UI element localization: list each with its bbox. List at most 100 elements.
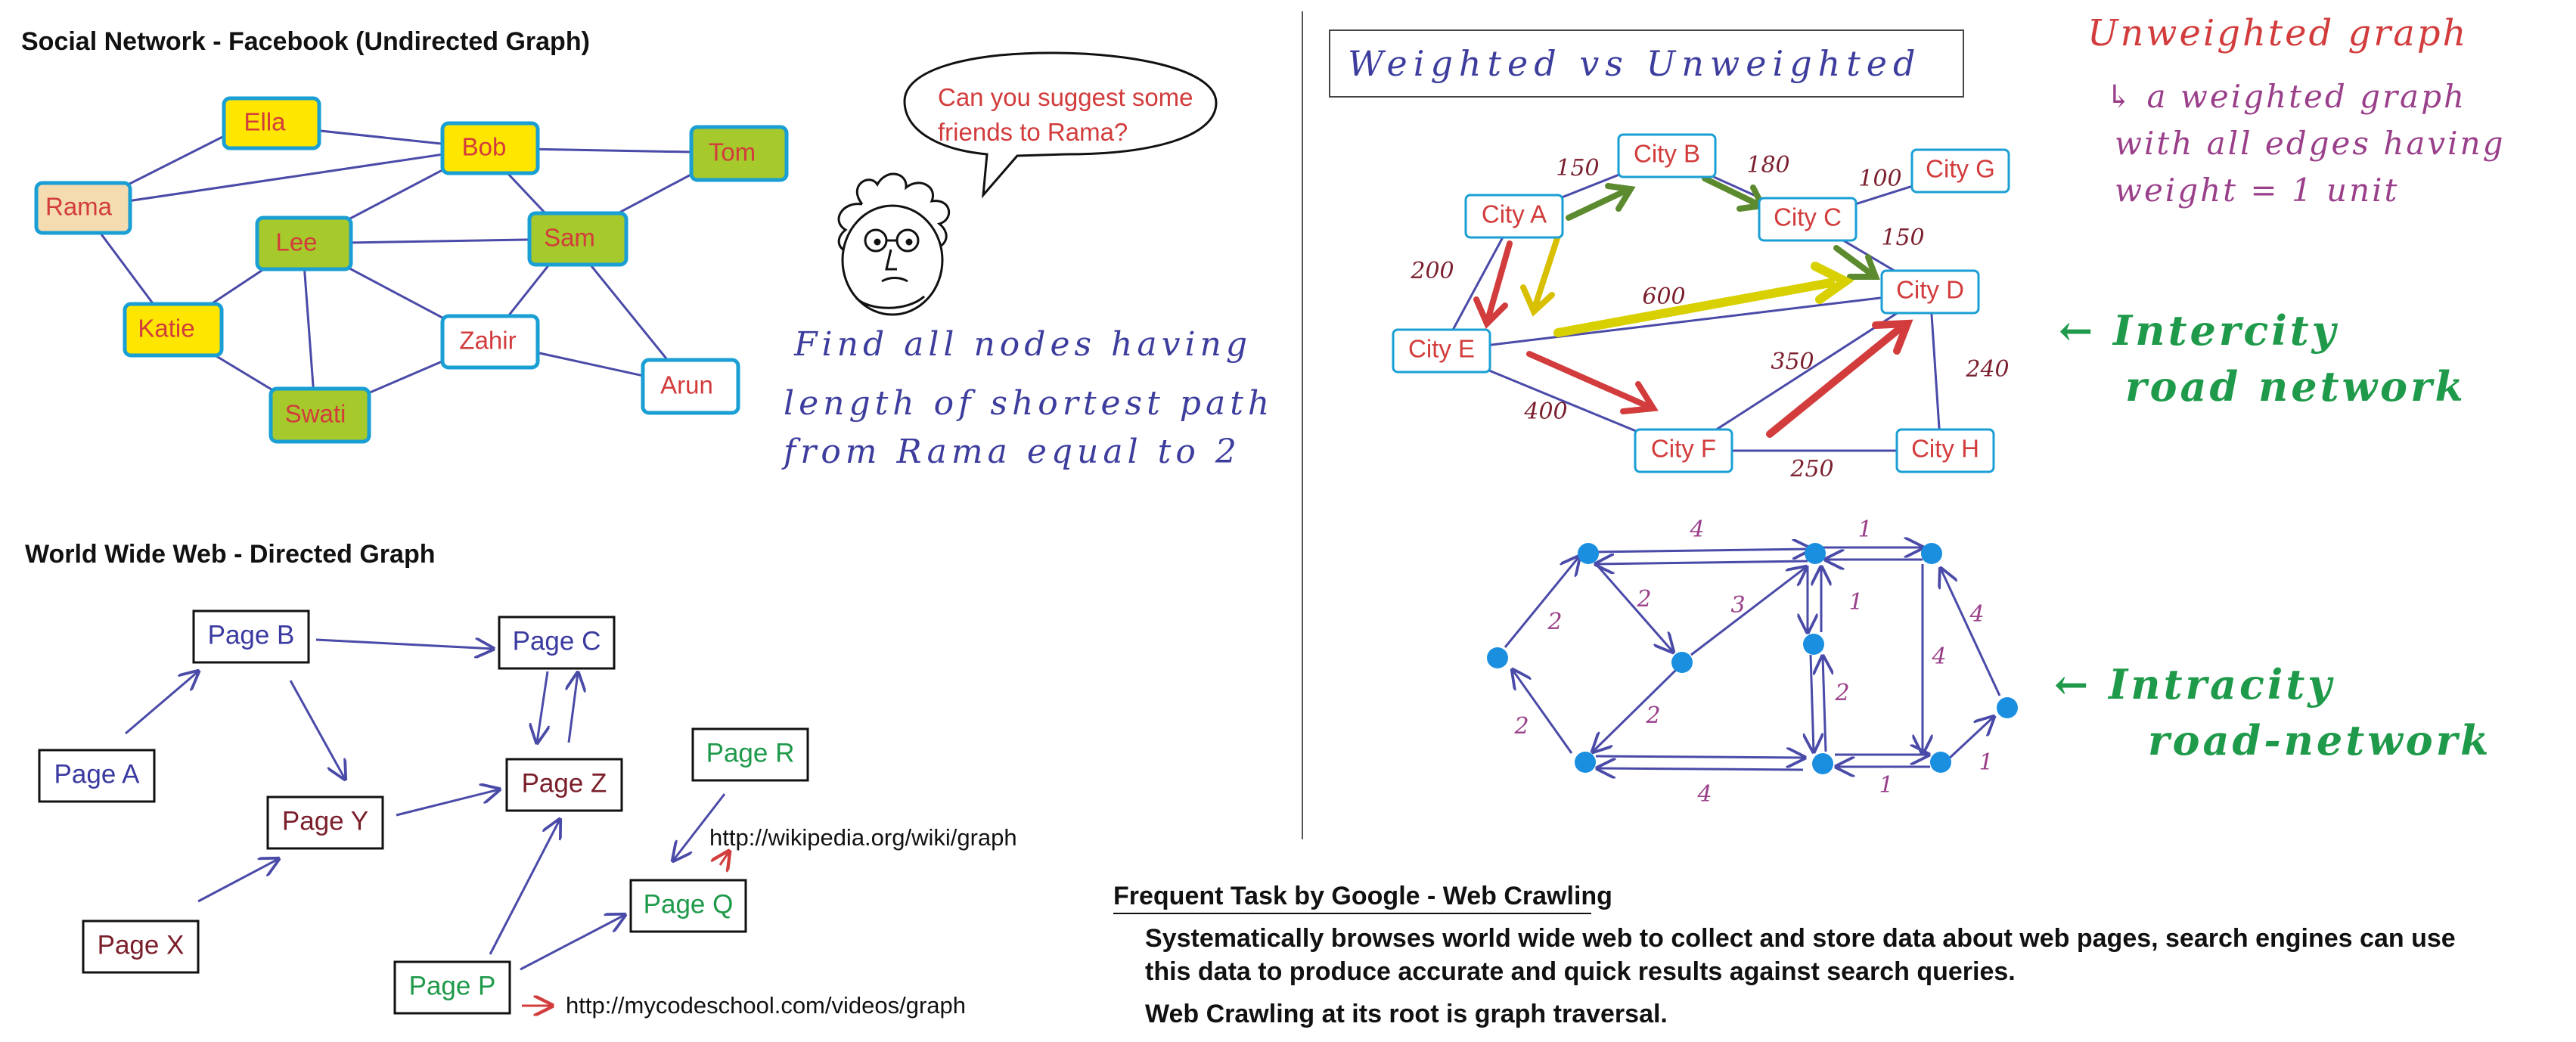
node-label: Arun — [660, 371, 713, 399]
edge-f-d — [1683, 290, 1931, 452]
url-wiki-arrow — [720, 851, 729, 865]
dweight-n1-n2: 2 — [1636, 586, 1651, 612]
page-r: Page R — [691, 727, 809, 782]
intercity-line-2: road network — [2125, 362, 2466, 411]
page-q: Page Q — [629, 879, 747, 933]
weighted-title-box: Weighted vs Unweighted — [1329, 29, 1964, 98]
dweight-n9-n10: 1 — [1979, 749, 1993, 776]
page-label: Page Z — [522, 768, 607, 798]
city-e: City E — [1392, 328, 1491, 374]
dweight-n8-n7: 4 — [1696, 781, 1712, 808]
crawl-line-1: Systematically browses world wide web to… — [1145, 924, 2456, 953]
node-arun: Arun — [641, 358, 740, 415]
question-line-2: length of shortest path — [784, 384, 1274, 423]
page-x: Page X — [82, 920, 200, 974]
edge-n7-n8 — [1597, 768, 1804, 770]
page-a: Page A — [38, 749, 156, 803]
city-label: City A — [1482, 200, 1547, 228]
node-label: Tom — [709, 138, 756, 166]
dweight-n5-n9: 4 — [1931, 643, 1946, 670]
city-c: City C — [1758, 197, 1858, 242]
intercity-line-1: ← Intercity — [2059, 306, 2339, 355]
edge-pr-pq — [673, 793, 726, 861]
bubble-line-2: friends to Rama? — [938, 118, 1128, 146]
question-line-1: Find all nodes having — [793, 325, 1252, 364]
question-line-3: from Rama equal to 2 — [781, 433, 1241, 471]
node-ella: Ella — [222, 96, 321, 150]
city-label: City F — [1651, 435, 1716, 463]
edge-n7-n6 — [1823, 656, 1826, 752]
web-pages: Page A Page B Page C Page Y Page Z Page … — [38, 609, 809, 1015]
web-edges — [125, 640, 726, 971]
dweight-n8-n3: 2 — [1513, 713, 1529, 740]
edge-py-pz — [396, 789, 499, 817]
intracity-node — [1487, 647, 1508, 668]
edge-a-e — [1440, 216, 1516, 352]
yellow-arrow-ed — [1553, 262, 1854, 337]
edge-n1-n2 — [1596, 565, 1673, 652]
note-line-1: ↳ a weighted graph — [2106, 78, 2466, 115]
green-arrow-cd — [1833, 245, 1880, 280]
city-nodes: City A City B City C City G City D City … — [1392, 133, 2010, 473]
social-title: Social Network - Facebook (Undirected Gr… — [21, 27, 590, 56]
unweighted-note: Unweighted graph ↳ a weighted graph with… — [2087, 12, 2506, 209]
page-label: Page P — [409, 971, 496, 1000]
city-label: City B — [1634, 140, 1700, 168]
page-label: Page C — [513, 626, 601, 656]
city-b: City B — [1617, 133, 1717, 178]
weight-cg: 100 — [1858, 166, 1901, 192]
intracity-node — [1805, 543, 1826, 564]
weight-fh: 250 — [1789, 456, 1833, 482]
edge-n1-n4 — [1591, 549, 1811, 552]
edge-n2-n8 — [1593, 668, 1678, 752]
web-crawling-section: Frequent Task by Google - Web Crawling S… — [1113, 882, 2456, 1028]
weight-ab: 150 — [1556, 155, 1599, 181]
red-arrow-ef — [1526, 351, 1659, 414]
note-title: Unweighted graph — [2087, 12, 2468, 54]
edge-pb-py — [289, 680, 345, 779]
city-a: City A — [1464, 194, 1564, 239]
edge-n2-n4 — [1690, 567, 1806, 656]
intracity-node — [1575, 752, 1596, 773]
dweight-n4-n5: 1 — [1858, 516, 1872, 543]
city-d: City D — [1880, 269, 1980, 315]
page-p: Page P — [393, 960, 511, 1015]
edge-pc-pz — [537, 671, 548, 743]
city-label: City E — [1408, 335, 1475, 363]
edge-n9-n10 — [1947, 717, 1994, 761]
web-urls: http://wikipedia.org/wiki/graph http://m… — [522, 824, 1017, 1019]
page-b: Page B — [192, 609, 310, 664]
city-label: City H — [1911, 435, 1979, 463]
weight-dh: 240 — [1965, 356, 2009, 383]
crawl-line-2: this data to produce accurate and quick … — [1145, 957, 2016, 986]
node-label: Ella — [244, 108, 286, 136]
dweight-n1-n4: 4 — [1689, 516, 1704, 543]
page-label: Page X — [98, 930, 185, 960]
edge-e-d — [1441, 290, 1931, 352]
city-h: City H — [1895, 428, 1995, 473]
dweight-n2-n8: 2 — [1645, 702, 1660, 729]
edge-pa-pb — [125, 671, 198, 735]
edge-pp-pq — [520, 915, 625, 971]
page-z: Page Z — [505, 758, 623, 812]
weight-ae: 200 — [1410, 258, 1454, 284]
edge-n4-n1 — [1596, 561, 1808, 564]
weight-bc: 180 — [1746, 152, 1789, 178]
page-label: Page R — [706, 738, 795, 768]
note-line-2: with all edges having — [2115, 125, 2506, 162]
edge-d-h — [1929, 291, 1942, 451]
edge-px-py — [197, 859, 278, 903]
node-label: Zahir — [459, 327, 516, 355]
node-katie: Katie — [123, 302, 224, 358]
page-c: Page C — [498, 616, 616, 670]
bubble-line-1: Can you suggest some — [938, 83, 1193, 111]
dweight-n7-n9: 1 — [1879, 772, 1893, 799]
web-title: World Wide Web - Directed Graph — [25, 540, 436, 569]
crawl-title: Frequent Task by Google - Web Crawling — [1113, 882, 1612, 910]
edge-n6-n7 — [1811, 654, 1814, 752]
dweight-n6-n7: 2 — [1834, 680, 1849, 706]
weighted-title: Weighted vs Unweighted — [1348, 43, 1921, 84]
node-sam: Sam — [527, 211, 628, 267]
dweight-n10-n5: 4 — [1969, 601, 1984, 628]
